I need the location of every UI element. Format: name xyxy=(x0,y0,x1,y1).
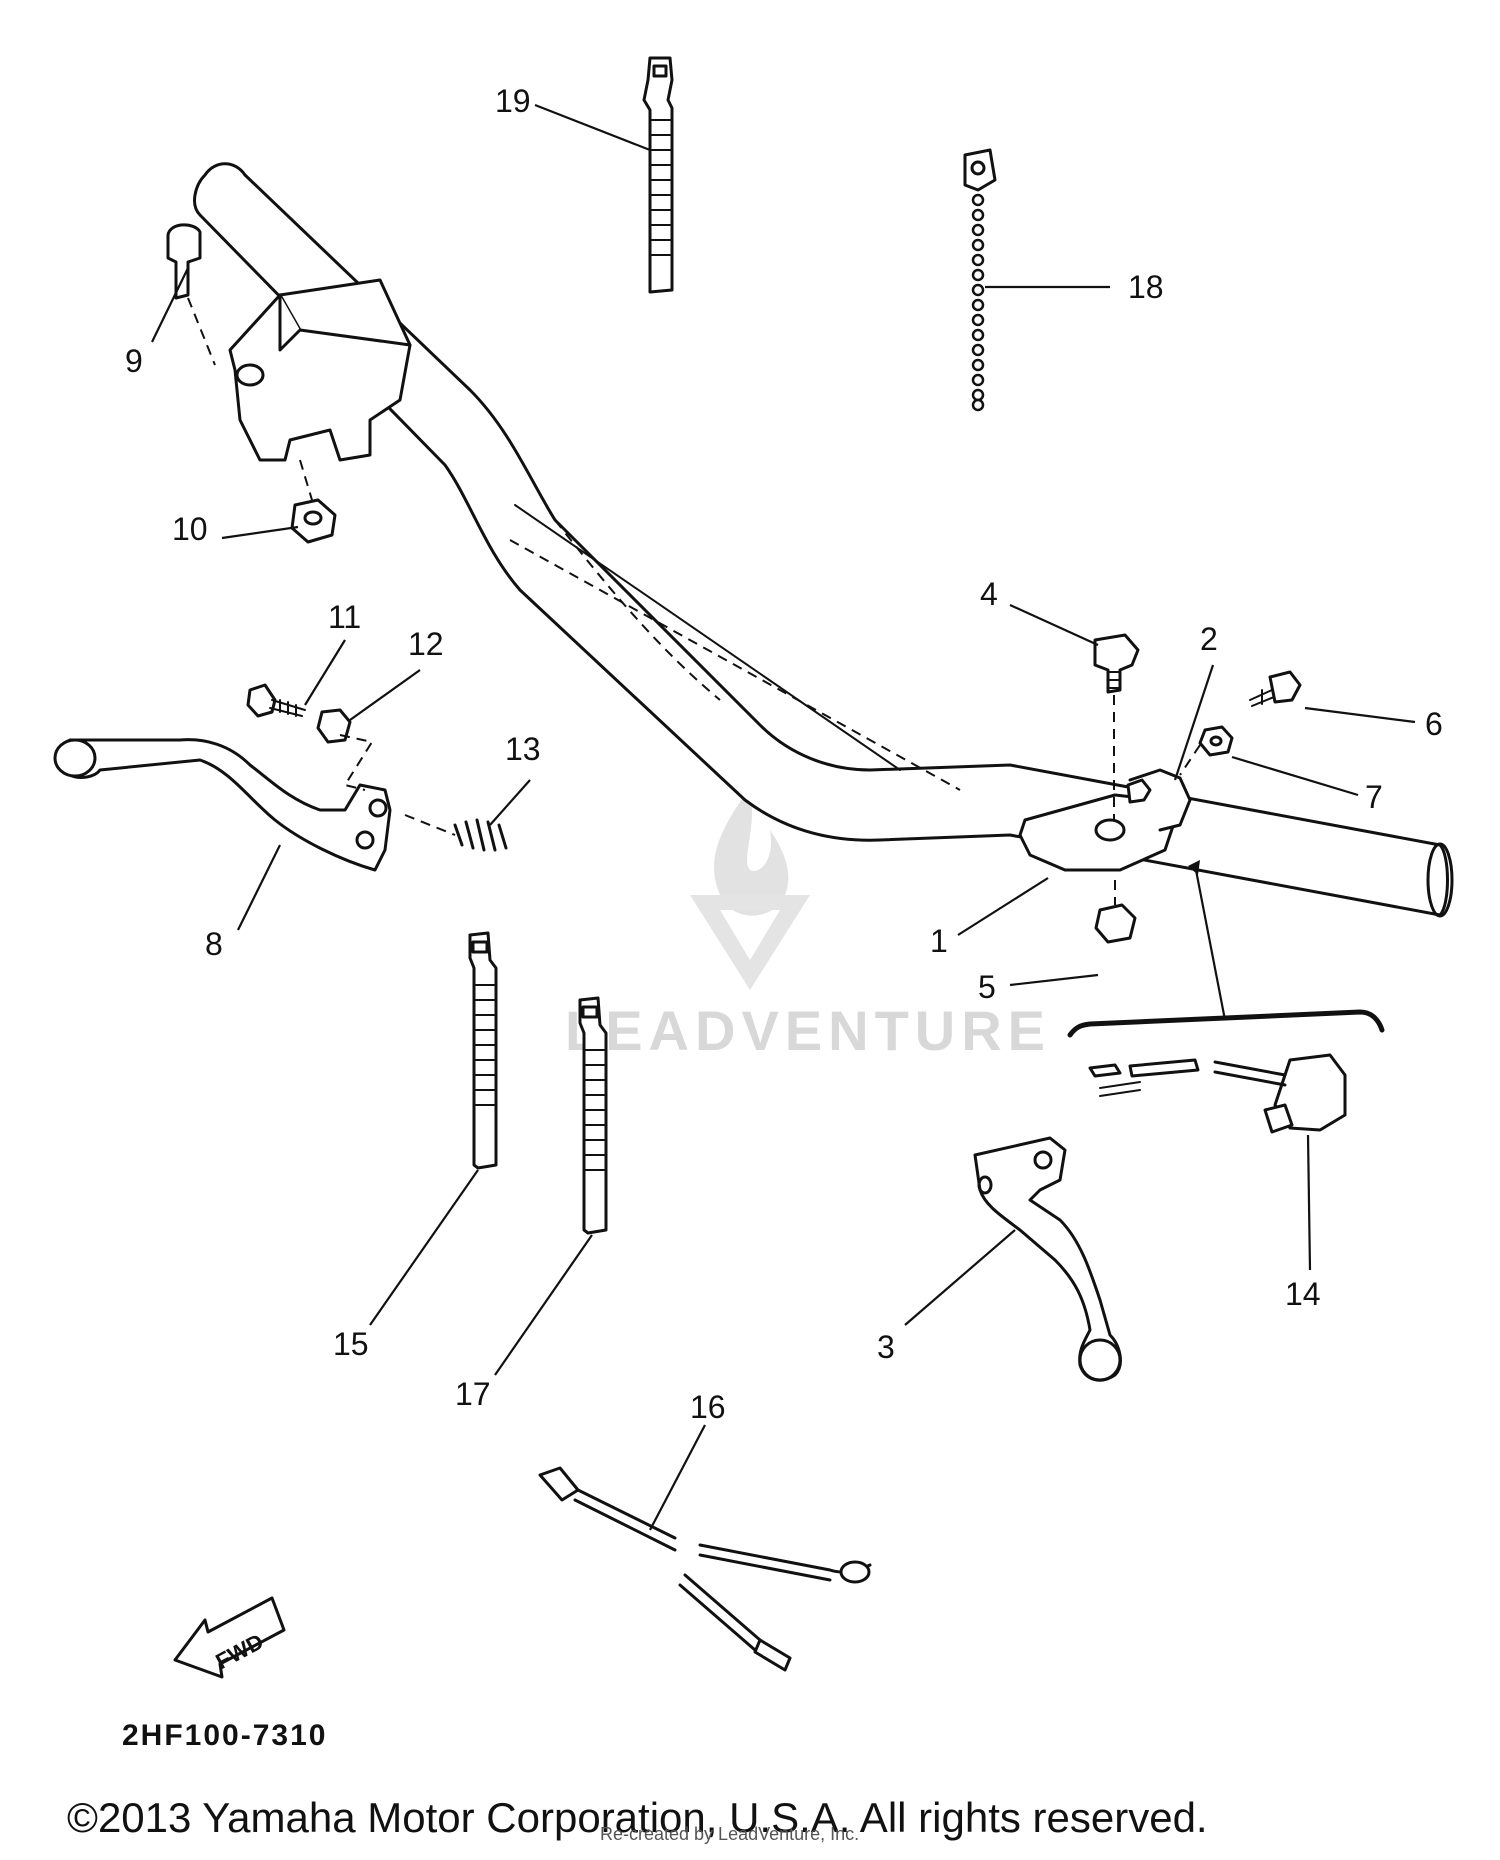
callout-7: 7 xyxy=(1365,779,1383,815)
nut-12 xyxy=(316,708,374,791)
callout-2: 2 xyxy=(1200,621,1218,657)
copyright-notice: ©2013 Yamaha Motor Corporation, U.S.A. A… xyxy=(67,1794,1208,1841)
callout-4: 4 xyxy=(980,576,998,612)
callout-9: 9 xyxy=(125,343,143,379)
leader-19 xyxy=(534,103,651,152)
callout-14: 14 xyxy=(1285,1276,1321,1312)
handlebar xyxy=(193,162,1454,918)
callout-19: 19 xyxy=(495,83,531,119)
cable-tie-17 xyxy=(578,996,608,1235)
master-cylinder-clamp xyxy=(228,278,412,462)
callout-8: 8 xyxy=(205,926,223,962)
bolt-2-detail xyxy=(1126,778,1152,804)
callouts: 19 18 9 10 11 12 13 8 4 2 6 7 1 5 14 3 1… xyxy=(125,83,1443,1425)
cable-tie-15 xyxy=(468,931,498,1170)
leader-8 xyxy=(237,844,281,931)
leader-1 xyxy=(957,877,1049,936)
nut-7 xyxy=(1179,725,1234,776)
clutch-lever-3 xyxy=(973,1136,1122,1382)
leader-16 xyxy=(649,1424,706,1531)
leader-9 xyxy=(151,267,189,343)
callout-13: 13 xyxy=(505,731,541,767)
callout-10: 10 xyxy=(172,511,208,547)
leader-11 xyxy=(304,639,346,706)
watermark-flame-icon xyxy=(714,790,789,916)
bolt-4 xyxy=(1093,633,1140,820)
callout-6: 6 xyxy=(1425,706,1443,742)
leader-12 xyxy=(349,669,421,721)
watermark-fine-print: Re-created by LeadVenture, Inc. xyxy=(600,1824,859,1844)
forward-direction-arrow: FWD xyxy=(173,1596,286,1679)
engine-stop-switch-14 xyxy=(1088,1053,1347,1134)
callout-18: 18 xyxy=(1128,269,1164,305)
leader-15 xyxy=(369,1169,479,1326)
nut-5 xyxy=(1094,880,1137,944)
nut-10 xyxy=(290,459,337,544)
cable-tie-19 xyxy=(642,56,674,294)
watermark: LEADVENTURE xyxy=(565,790,1051,1062)
switch-detail-bracket xyxy=(1067,860,1385,1038)
callout-17: 17 xyxy=(455,1376,491,1412)
callout-12: 12 xyxy=(408,626,444,662)
bolt-6 xyxy=(1249,670,1302,707)
leader-lines xyxy=(151,103,1416,1531)
callout-11: 11 xyxy=(328,599,361,635)
leader-17 xyxy=(494,1234,593,1376)
leader-2 xyxy=(1173,664,1215,781)
leader-5 xyxy=(1009,973,1099,987)
leader-14 xyxy=(1306,1134,1312,1271)
leader-4 xyxy=(1009,603,1099,647)
callout-1: 1 xyxy=(930,923,948,959)
callout-3: 3 xyxy=(877,1329,895,1365)
leader-7 xyxy=(1231,755,1359,797)
brake-lever-8 xyxy=(53,738,392,872)
leader-3 xyxy=(904,1229,1016,1326)
watermark-v-logo-icon xyxy=(690,895,810,990)
bead-tie-18 xyxy=(963,148,997,412)
callout-16: 16 xyxy=(690,1389,726,1425)
wire-lead-16 xyxy=(538,1466,872,1672)
part-code: 2HF100-7310 xyxy=(122,1719,327,1752)
callout-5: 5 xyxy=(978,969,996,1005)
bolt-11 xyxy=(246,683,306,718)
callout-15: 15 xyxy=(333,1326,369,1362)
spring-13 xyxy=(404,814,508,852)
leader-13 xyxy=(489,779,531,826)
leader-10 xyxy=(221,525,299,540)
watermark-brand: LEADVENTURE xyxy=(565,999,1051,1062)
leader-6 xyxy=(1304,706,1416,724)
